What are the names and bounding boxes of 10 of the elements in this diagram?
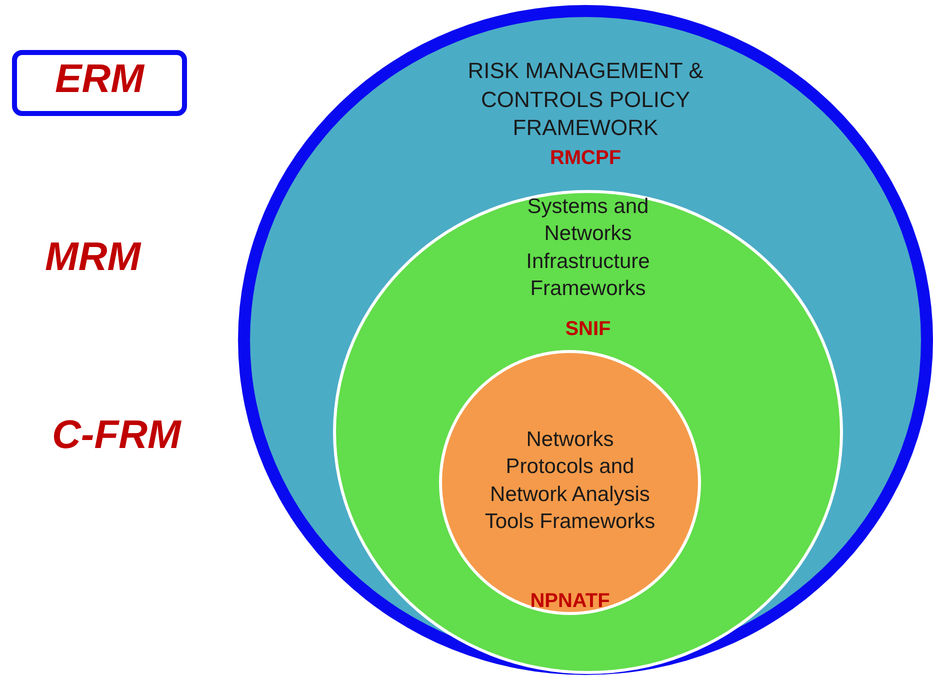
abbreviation: SNIF <box>564 318 612 341</box>
abbreviation: NPNATF <box>529 590 611 613</box>
abbreviation: RMCPF <box>548 147 622 170</box>
acronym-label: ERM <box>54 57 146 102</box>
label-box <box>12 50 187 116</box>
acronym-label: MRM <box>45 235 141 280</box>
circle-title: RISK MANAGEMENT & CONTROLS POLICY FRAMEWORK <box>466 57 704 142</box>
acronym-label: C-FRM <box>52 413 181 458</box>
circle-title: Systems and Networks Infrastructure Frameworks <box>525 194 651 302</box>
circle-title: Networks Protocols and Network Analysis Tools Frameworks <box>484 427 656 535</box>
